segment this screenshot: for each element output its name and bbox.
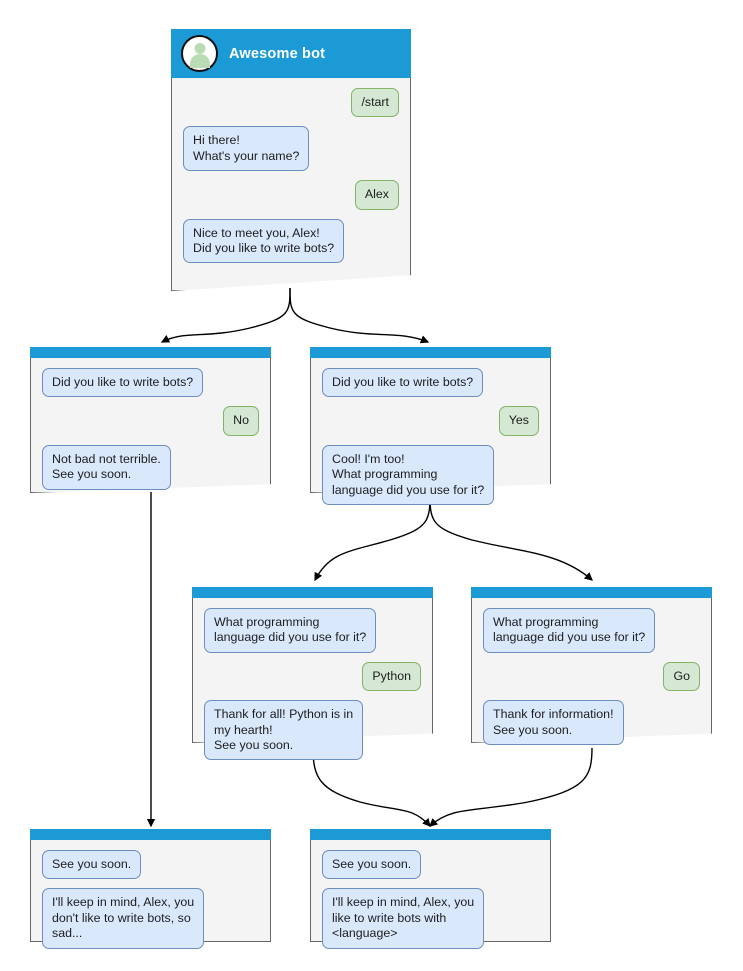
node-header-bar — [310, 829, 551, 840]
bot-message-bubble: Cool! I'm too! What programming language… — [322, 444, 495, 506]
message-row: What programming language did you use fo… — [483, 608, 700, 653]
avatar-head — [194, 43, 205, 54]
bot-message-bubble: What programming language did you use fo… — [204, 608, 377, 653]
message-row: Did you like to write bots? — [322, 368, 539, 398]
message-row: Did you like to write bots? — [42, 368, 259, 398]
message-row: Thank for all! Python is in my hearth! S… — [204, 700, 421, 761]
user-message-bubble: Alex — [354, 180, 399, 210]
message-row: Thank for information! See you soon. — [483, 700, 700, 746]
node-header-bar — [471, 587, 712, 598]
user-message-bubble: Go — [663, 661, 700, 692]
message-row: See you soon. — [42, 850, 259, 880]
node-go-branch[interactable]: What programming language did you use fo… — [471, 587, 712, 746]
edge-root-to-yes — [289, 287, 430, 344]
bot-message-bubble: I'll keep in mind, Alex, you don't like … — [42, 888, 205, 949]
bot-message-bubble: See you soon. — [42, 850, 142, 880]
chat-transcript: Did you like to write bots? Yes Cool! I'… — [310, 358, 551, 514]
message-row: Hi there! What's your name? — [183, 126, 399, 172]
message-row: Cool! I'm too! What programming language… — [322, 444, 539, 506]
node-python-branch[interactable]: What programming language did you use fo… — [192, 587, 433, 761]
message-row: Nice to meet you, Alex! Did you like to … — [183, 218, 399, 264]
bot-message-bubble: Thank for information! See you soon. — [483, 700, 624, 746]
chat-transcript: What programming language did you use fo… — [192, 598, 433, 769]
bot-title: Awesome bot — [229, 45, 326, 62]
bot-message-bubble: I'll keep in mind, Alex, you like to wri… — [322, 888, 485, 949]
node-end-happy[interactable]: See you soon. I'll keep in mind, Alex, y… — [310, 829, 551, 949]
person-avatar-icon — [181, 35, 218, 72]
node-yes-branch[interactable]: Did you like to write bots? Yes Cool! I'… — [310, 347, 551, 506]
chat-transcript: See you soon. I'll keep in mind, Alex, y… — [310, 840, 551, 958]
bot-message-bubble: Nice to meet you, Alex! Did you like to … — [183, 218, 345, 264]
chat-transcript: Did you like to write bots? No Not bad n… — [30, 358, 271, 499]
bot-message-bubble: Did you like to write bots? — [322, 368, 484, 398]
node-header-bar — [192, 587, 433, 598]
chat-transcript: See you soon. I'll keep in mind, Alex, y… — [30, 840, 271, 958]
message-row: Yes — [322, 406, 539, 436]
user-message-bubble: Python — [362, 661, 421, 692]
message-row: /start — [183, 88, 399, 118]
bot-message-bubble: What programming language did you use fo… — [483, 608, 656, 653]
node-end-sad[interactable]: See you soon. I'll keep in mind, Alex, y… — [30, 829, 271, 949]
bot-message-bubble: Not bad not terrible. See you soon. — [42, 444, 171, 490]
user-message-bubble: /start — [351, 88, 399, 118]
user-message-bubble: No — [223, 406, 259, 436]
node-no-branch[interactable]: Did you like to write bots? No Not bad n… — [30, 347, 271, 493]
message-row: What programming language did you use fo… — [204, 608, 421, 653]
message-row: No — [42, 406, 259, 436]
message-row: I'll keep in mind, Alex, you like to wri… — [322, 888, 539, 949]
node-header-bar — [30, 829, 271, 840]
bot-message-bubble: Hi there! What's your name? — [183, 126, 310, 172]
node-header-bar: Awesome bot — [171, 29, 411, 78]
node-header-bar — [30, 347, 271, 358]
chat-transcript: What programming language did you use fo… — [471, 598, 712, 754]
bot-message-bubble: Thank for all! Python is in my hearth! S… — [204, 700, 364, 761]
avatar-body — [189, 54, 210, 68]
message-row: Not bad not terrible. See you soon. — [42, 444, 259, 490]
bot-message-bubble: See you soon. — [322, 850, 422, 880]
message-row: See you soon. — [322, 850, 539, 880]
node-header-bar — [310, 347, 551, 358]
message-row: I'll keep in mind, Alex, you don't like … — [42, 888, 259, 949]
edge-root-to-no — [160, 287, 291, 343]
message-row: Go — [483, 661, 700, 692]
user-message-bubble: Yes — [498, 406, 539, 436]
edge-go-to-end-happy — [429, 747, 593, 827]
message-row: Python — [204, 661, 421, 692]
chat-transcript: /start Hi there! What's your name? Alex … — [171, 78, 411, 272]
message-row: Alex — [183, 180, 399, 210]
bot-message-bubble: Did you like to write bots? — [42, 368, 204, 398]
node-root-conversation[interactable]: Awesome bot /start Hi there! What's your… — [171, 29, 411, 291]
